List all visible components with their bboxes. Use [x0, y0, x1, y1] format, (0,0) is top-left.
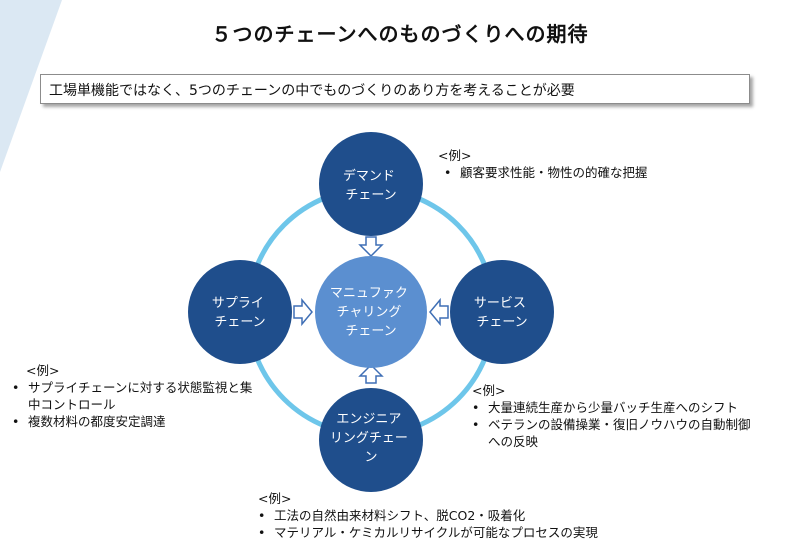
service-chain-label: サービス チェーン: [474, 296, 530, 330]
arrow-right-icon: [293, 297, 313, 327]
supply-label-line-1: サプライ: [212, 296, 264, 311]
supply-chain-circle: [188, 260, 292, 364]
supply-example-item: 複数材料の都度安定調達: [6, 413, 262, 430]
page-title: ５つのチェーンへのものづくりへの期待: [211, 22, 589, 46]
subtitle-box: 工場単機能ではなく、5つのチェーンの中でものづくりのあり方を考えることが必要: [40, 74, 750, 104]
engineering-label-line-2: リングチェー: [330, 431, 408, 446]
manufacturing-label-line-1: マニュファク: [330, 286, 408, 301]
engineering-label-line-1: エンジニア: [336, 412, 401, 427]
corner-decoration: [0, 0, 62, 172]
demand-example-block: <例> 顧客要求性能・物性の的確な把握: [438, 147, 648, 181]
supply-example-heading: <例>: [26, 363, 60, 378]
demand-label-line-2: チェーン: [345, 188, 396, 203]
service-label-line-1: サービス: [474, 296, 526, 311]
manufacturing-label-line-2: チャリング: [336, 305, 401, 320]
demand-label-line-1: デマンド: [343, 168, 395, 184]
engineering-example-item: 工法の自然由来材料シフト、脱CO2・吸着化: [252, 507, 612, 524]
supply-example-item: サプライチェーンに対する状態監視と集中コントロール: [6, 379, 262, 413]
supply-label-line-2: チェーン: [214, 315, 265, 330]
service-example-item: ベテランの設備操業・復旧ノウハウの自動制御への反映: [466, 416, 756, 450]
engineering-chain-circle: [319, 388, 423, 492]
demand-chain-circle: [319, 132, 423, 236]
engineering-label-line-3: ン: [364, 450, 377, 465]
engineering-example-heading: <例>: [258, 491, 292, 506]
demand-chain-label: デマンド チェーン: [343, 168, 399, 203]
engineering-chain-label: エンジニア リングチェー ン: [330, 412, 412, 465]
manufacturing-chain-label: マニュファク チャリング チェーン: [330, 286, 412, 339]
supply-chain-label: サプライ チェーン: [212, 296, 268, 330]
arrow-left-icon: [429, 297, 449, 327]
supply-example-block: <例> サプライチェーンに対する状態監視と集中コントロール 複数材料の都度安定調…: [6, 362, 262, 430]
service-example-heading: <例>: [472, 383, 506, 398]
demand-example-heading: <例>: [438, 148, 472, 163]
service-example-item: 大量連続生産から少量バッチ生産へのシフト: [466, 399, 756, 416]
arrow-up-icon: [358, 363, 384, 384]
service-example-block: <例> 大量連続生産から少量バッチ生産へのシフト ベテランの設備操業・復旧ノウハ…: [466, 382, 756, 450]
arrow-down-icon: [358, 236, 384, 258]
flow-arrows: [293, 236, 449, 384]
manufacturing-chain-circle: [315, 256, 427, 368]
manufacturing-label-line-3: チェーン: [345, 324, 396, 339]
engineering-example-block: <例> 工法の自然由来材料シフト、脱CO2・吸着化 マテリアル・ケミカルリサイク…: [252, 490, 612, 541]
service-chain-circle: [450, 260, 554, 364]
demand-example-item: 顧客要求性能・物性の的確な把握: [438, 164, 648, 181]
engineering-example-item: マテリアル・ケミカルリサイクルが可能なプロセスの実現: [252, 524, 612, 541]
subtitle-text: 工場単機能ではなく、5つのチェーンの中でものづくりのあり方を考えることが必要: [49, 83, 575, 99]
service-label-line-2: チェーン: [476, 315, 527, 330]
